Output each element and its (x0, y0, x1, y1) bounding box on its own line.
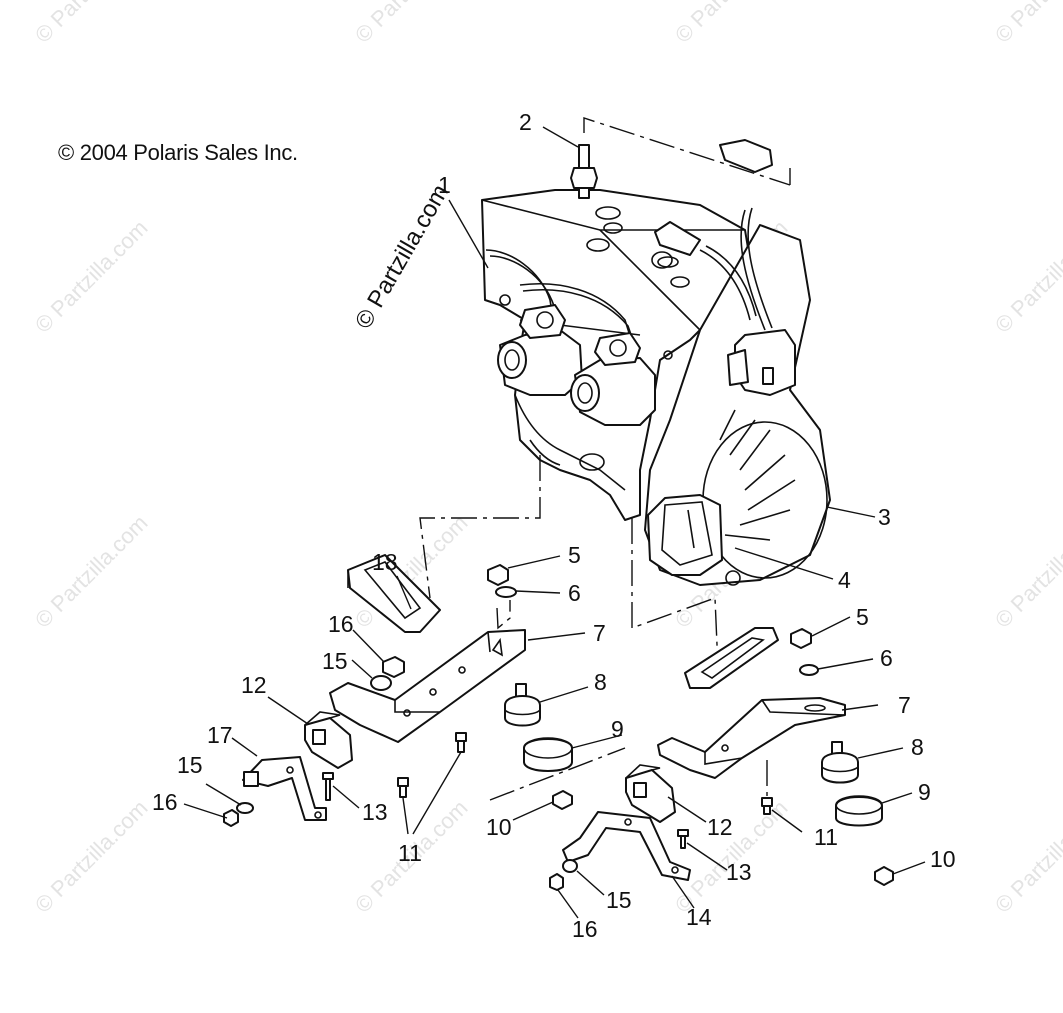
spacer-9-left (523, 737, 573, 772)
callout-11-left: 11 (398, 840, 422, 866)
callout-8-left: 8 (594, 669, 607, 695)
callout-5-right: 5 (856, 604, 869, 630)
hex-nut-5-left (487, 564, 509, 586)
callout-6-right: 6 (880, 645, 893, 671)
callout-13-left: 13 (362, 799, 388, 825)
bolt-11-left (397, 732, 467, 798)
callout-18: 18 (372, 549, 398, 575)
callout-5-left: 5 (568, 542, 581, 568)
callout-15-upper-left: 15 (322, 648, 348, 674)
bracket-17-left (242, 756, 327, 821)
bolt-13-right (677, 829, 689, 849)
carburetor-left (497, 304, 583, 396)
bolt-13-left (322, 772, 334, 801)
lock-nut-10-center (552, 790, 573, 810)
callout-8-right: 8 (911, 734, 924, 760)
callout-12-right: 12 (707, 814, 733, 840)
leader-lines (183, 126, 926, 919)
mount-bracket-left (329, 629, 526, 743)
callout-16-right: 16 (572, 916, 598, 942)
mount-bracket-right (657, 697, 846, 779)
washer-15-left (370, 675, 392, 691)
callout-14: 14 (686, 904, 712, 930)
spark-plug (570, 144, 598, 199)
lock-nut-10-right (874, 866, 894, 886)
washer-15-right (562, 859, 578, 873)
callout-16-lower-left: 16 (152, 789, 178, 815)
slotted-bracket-left (347, 554, 441, 633)
isolator-12-right (625, 764, 676, 823)
washer-6-left (495, 586, 517, 598)
callout-15-right: 15 (606, 887, 632, 913)
callout-9-left: 9 (611, 716, 624, 742)
callout-7-right: 7 (898, 692, 911, 718)
hex-nut-16-left (382, 656, 405, 678)
callout-1: 1 (438, 172, 451, 198)
callout-16-upper-left: 16 (328, 611, 354, 637)
callout-4: 4 (838, 567, 851, 593)
callout-13-right: 13 (726, 859, 752, 885)
callout-6-left: 6 (568, 580, 581, 606)
engine-assembly (481, 139, 831, 586)
slotted-bracket-right (684, 627, 779, 689)
callout-3: 3 (878, 504, 891, 530)
hex-nut-16-lower-left (223, 809, 239, 827)
hex-nut-16-right (549, 873, 564, 891)
rubber-mount-8-left (504, 683, 541, 727)
washer-6-right (799, 664, 819, 676)
callout-11-right: 11 (814, 824, 838, 850)
callout-7-left: 7 (593, 620, 606, 646)
callout-15-lower-left: 15 (177, 752, 203, 778)
callout-numbers: 1 2 3 4 5 5 6 6 7 7 8 8 9 9 10 10 11 11 … (152, 109, 956, 942)
callout-17: 17 (207, 722, 233, 748)
bracket-14 (562, 811, 691, 881)
callout-9-right: 9 (918, 779, 931, 805)
carburetor-right (570, 332, 656, 426)
callout-12-left: 12 (241, 672, 267, 698)
bolt-11-right (761, 760, 773, 815)
hex-nut-5-right (790, 628, 812, 649)
isolator-12-left (304, 711, 353, 769)
spacer-9-right (835, 795, 883, 827)
copyright-notice: © 2004 Polaris Sales Inc. (58, 140, 298, 165)
callout-10-right: 10 (930, 846, 956, 872)
starter-handle (647, 494, 741, 586)
callout-2: 2 (519, 109, 532, 135)
callout-10-center: 10 (486, 814, 512, 840)
washer-15-lower-left (236, 802, 254, 814)
rubber-mount-8-right (821, 741, 859, 784)
